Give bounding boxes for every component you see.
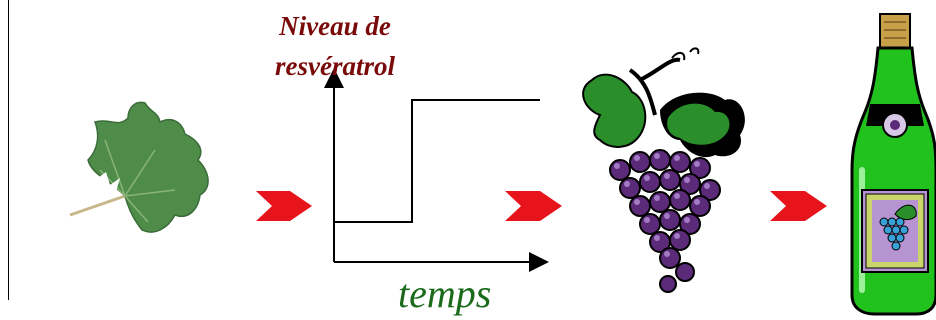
chevron-arrow-3 bbox=[770, 191, 827, 221]
chevron-arrow-2 bbox=[505, 191, 562, 221]
step-curve bbox=[334, 99, 540, 223]
left-border-line bbox=[8, 0, 9, 300]
y-axis-label: Niveau de resvératrol bbox=[235, 6, 435, 86]
y-axis-label-line1: Niveau de bbox=[279, 11, 391, 41]
chevron-arrow-1 bbox=[256, 191, 312, 221]
resveratrol-graph bbox=[324, 68, 549, 272]
x-axis-label: temps bbox=[398, 271, 492, 316]
vine-leaf-icon bbox=[69, 101, 209, 233]
grape-bunch-icon bbox=[582, 47, 745, 293]
wine-bottle-icon bbox=[850, 13, 936, 316]
y-axis-label-line2: resvératrol bbox=[275, 51, 395, 81]
